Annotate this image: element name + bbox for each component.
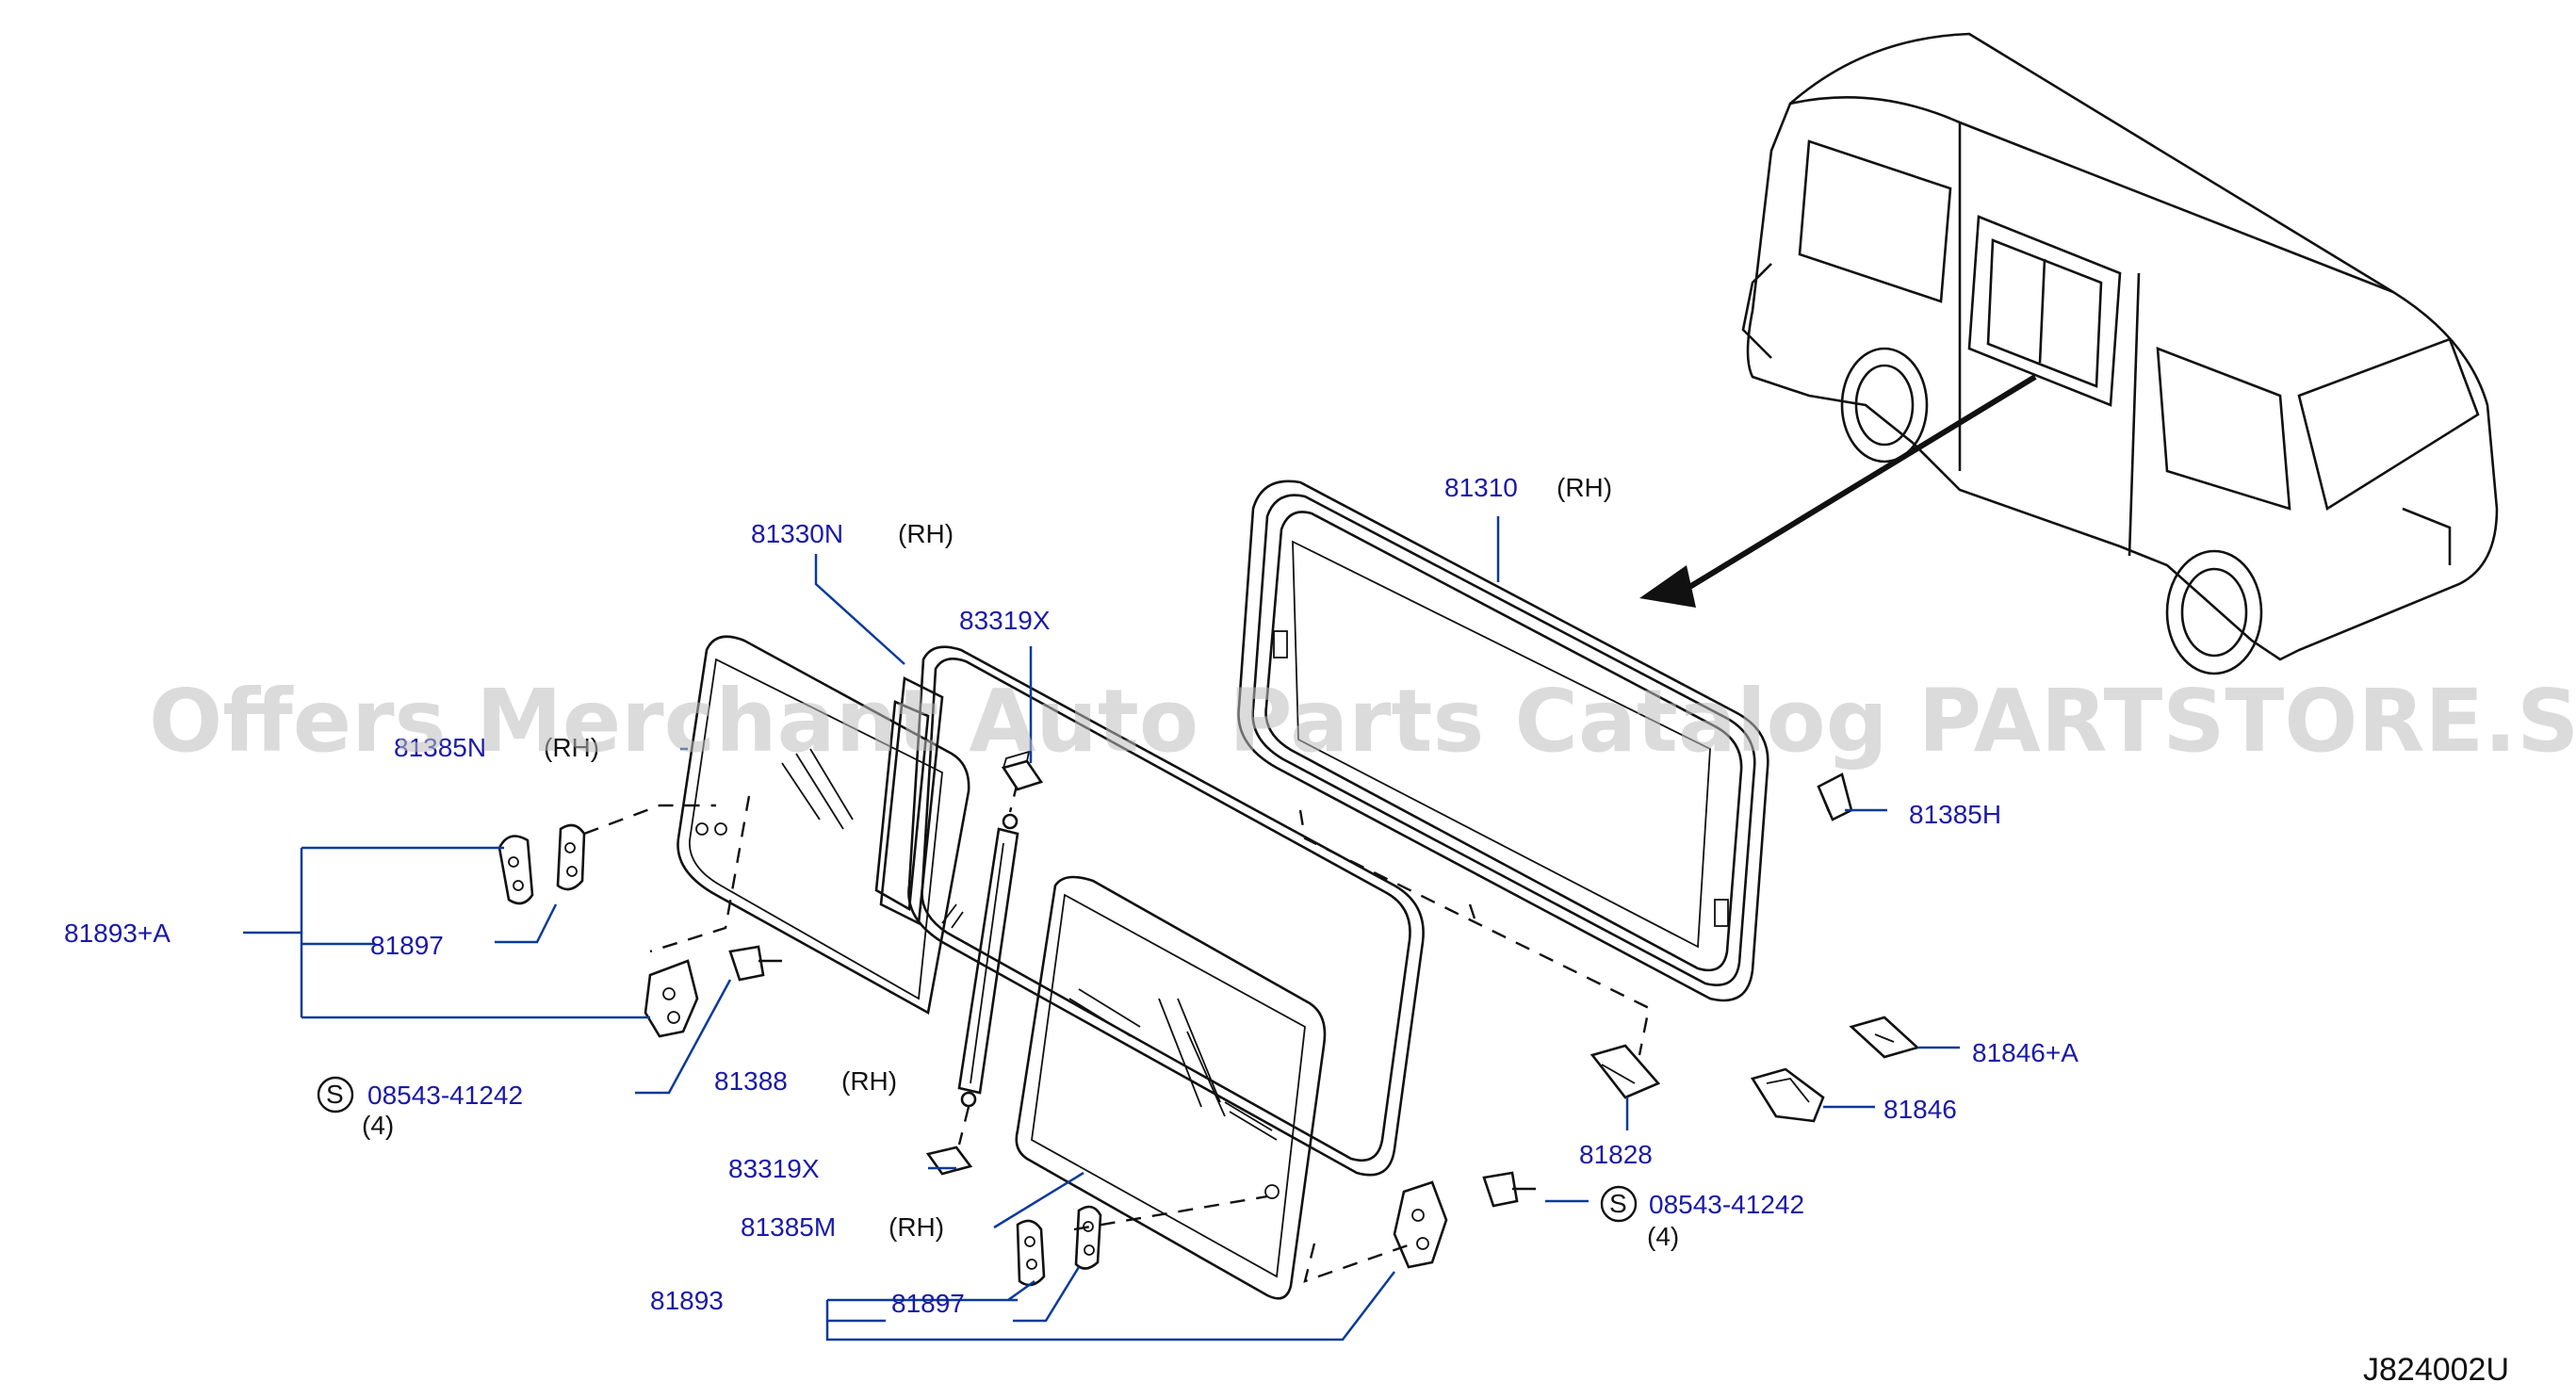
label-81310[interactable]: 81310 [1444,473,1518,502]
hinge-lower-center [1016,1205,1102,1287]
window-frame-81310 [1237,480,1769,1002]
label-81385n-side: (RH) [544,733,599,762]
label-81846a[interactable]: 81846+A [1972,1038,2079,1067]
screw-top-circle [317,1076,354,1114]
label-screw-bottom[interactable]: 08543-41242 [1649,1190,1804,1219]
screw-bottom-circle [1600,1185,1638,1223]
part-81846a [1849,1016,1920,1059]
label-screw-top-qty: (4) [362,1111,394,1140]
van-illustration [1741,32,2499,675]
label-81846[interactable]: 81846 [1883,1095,1957,1124]
label-81388[interactable]: 81388 [714,1066,788,1096]
leader-lines [243,516,1960,1341]
label-screw-bottom-qty: (4) [1647,1222,1679,1251]
hinge-lower-left [644,945,782,1038]
label-81330n[interactable]: 81330N [751,519,843,548]
label-81385m[interactable]: 81385M [741,1212,836,1242]
label-81897-top[interactable]: 81897 [370,931,444,960]
channel-81388 [957,781,1019,1146]
label-81310-side: (RH) [1557,473,1612,502]
screw-top-circle-letter: S [326,1080,344,1109]
label-81897-bottom[interactable]: 81897 [891,1289,965,1318]
hinge-lower-right [1393,1171,1536,1269]
assembly-lines [583,795,1651,1283]
part-81846 [1750,1067,1825,1123]
diagram-code: J824002U [2363,1352,2509,1388]
label-83319x-top[interactable]: 83319X [959,606,1051,635]
label-83319x-bottom[interactable]: 83319X [728,1154,820,1183]
bracket-81385h [1817,772,1853,821]
glass-81385n [677,635,970,1016]
label-81893[interactable]: 81893 [650,1286,724,1315]
label-81893a[interactable]: 81893+A [64,918,171,948]
labels: 81310 (RH) 81330N (RH) 83319X 81385N (RH… [64,473,2509,1388]
label-81330n-side: (RH) [898,519,954,548]
label-81388-side: (RH) [841,1066,897,1096]
label-screw-top[interactable]: 08543-41242 [367,1081,523,1110]
label-81385n[interactable]: 81385N [394,733,486,762]
label-81385h[interactable]: 81385H [1909,800,2001,829]
glass-81385m [1015,875,1327,1300]
label-81828[interactable]: 81828 [1579,1140,1653,1169]
direction-arrow [1639,374,2037,608]
label-81385m-side: (RH) [889,1212,944,1242]
bracket-81828 [1590,1044,1661,1099]
clip-83319x-bottom [925,1146,973,1176]
screw-bottom-circle-letter: S [1609,1189,1627,1218]
clip-83319x-top [1001,750,1044,791]
hinge-upper-left [497,823,586,905]
watermark-text: Offers Merchant Auto Parts Catalog PARTS… [149,671,2576,772]
window-seal-81330n [874,645,1425,1177]
